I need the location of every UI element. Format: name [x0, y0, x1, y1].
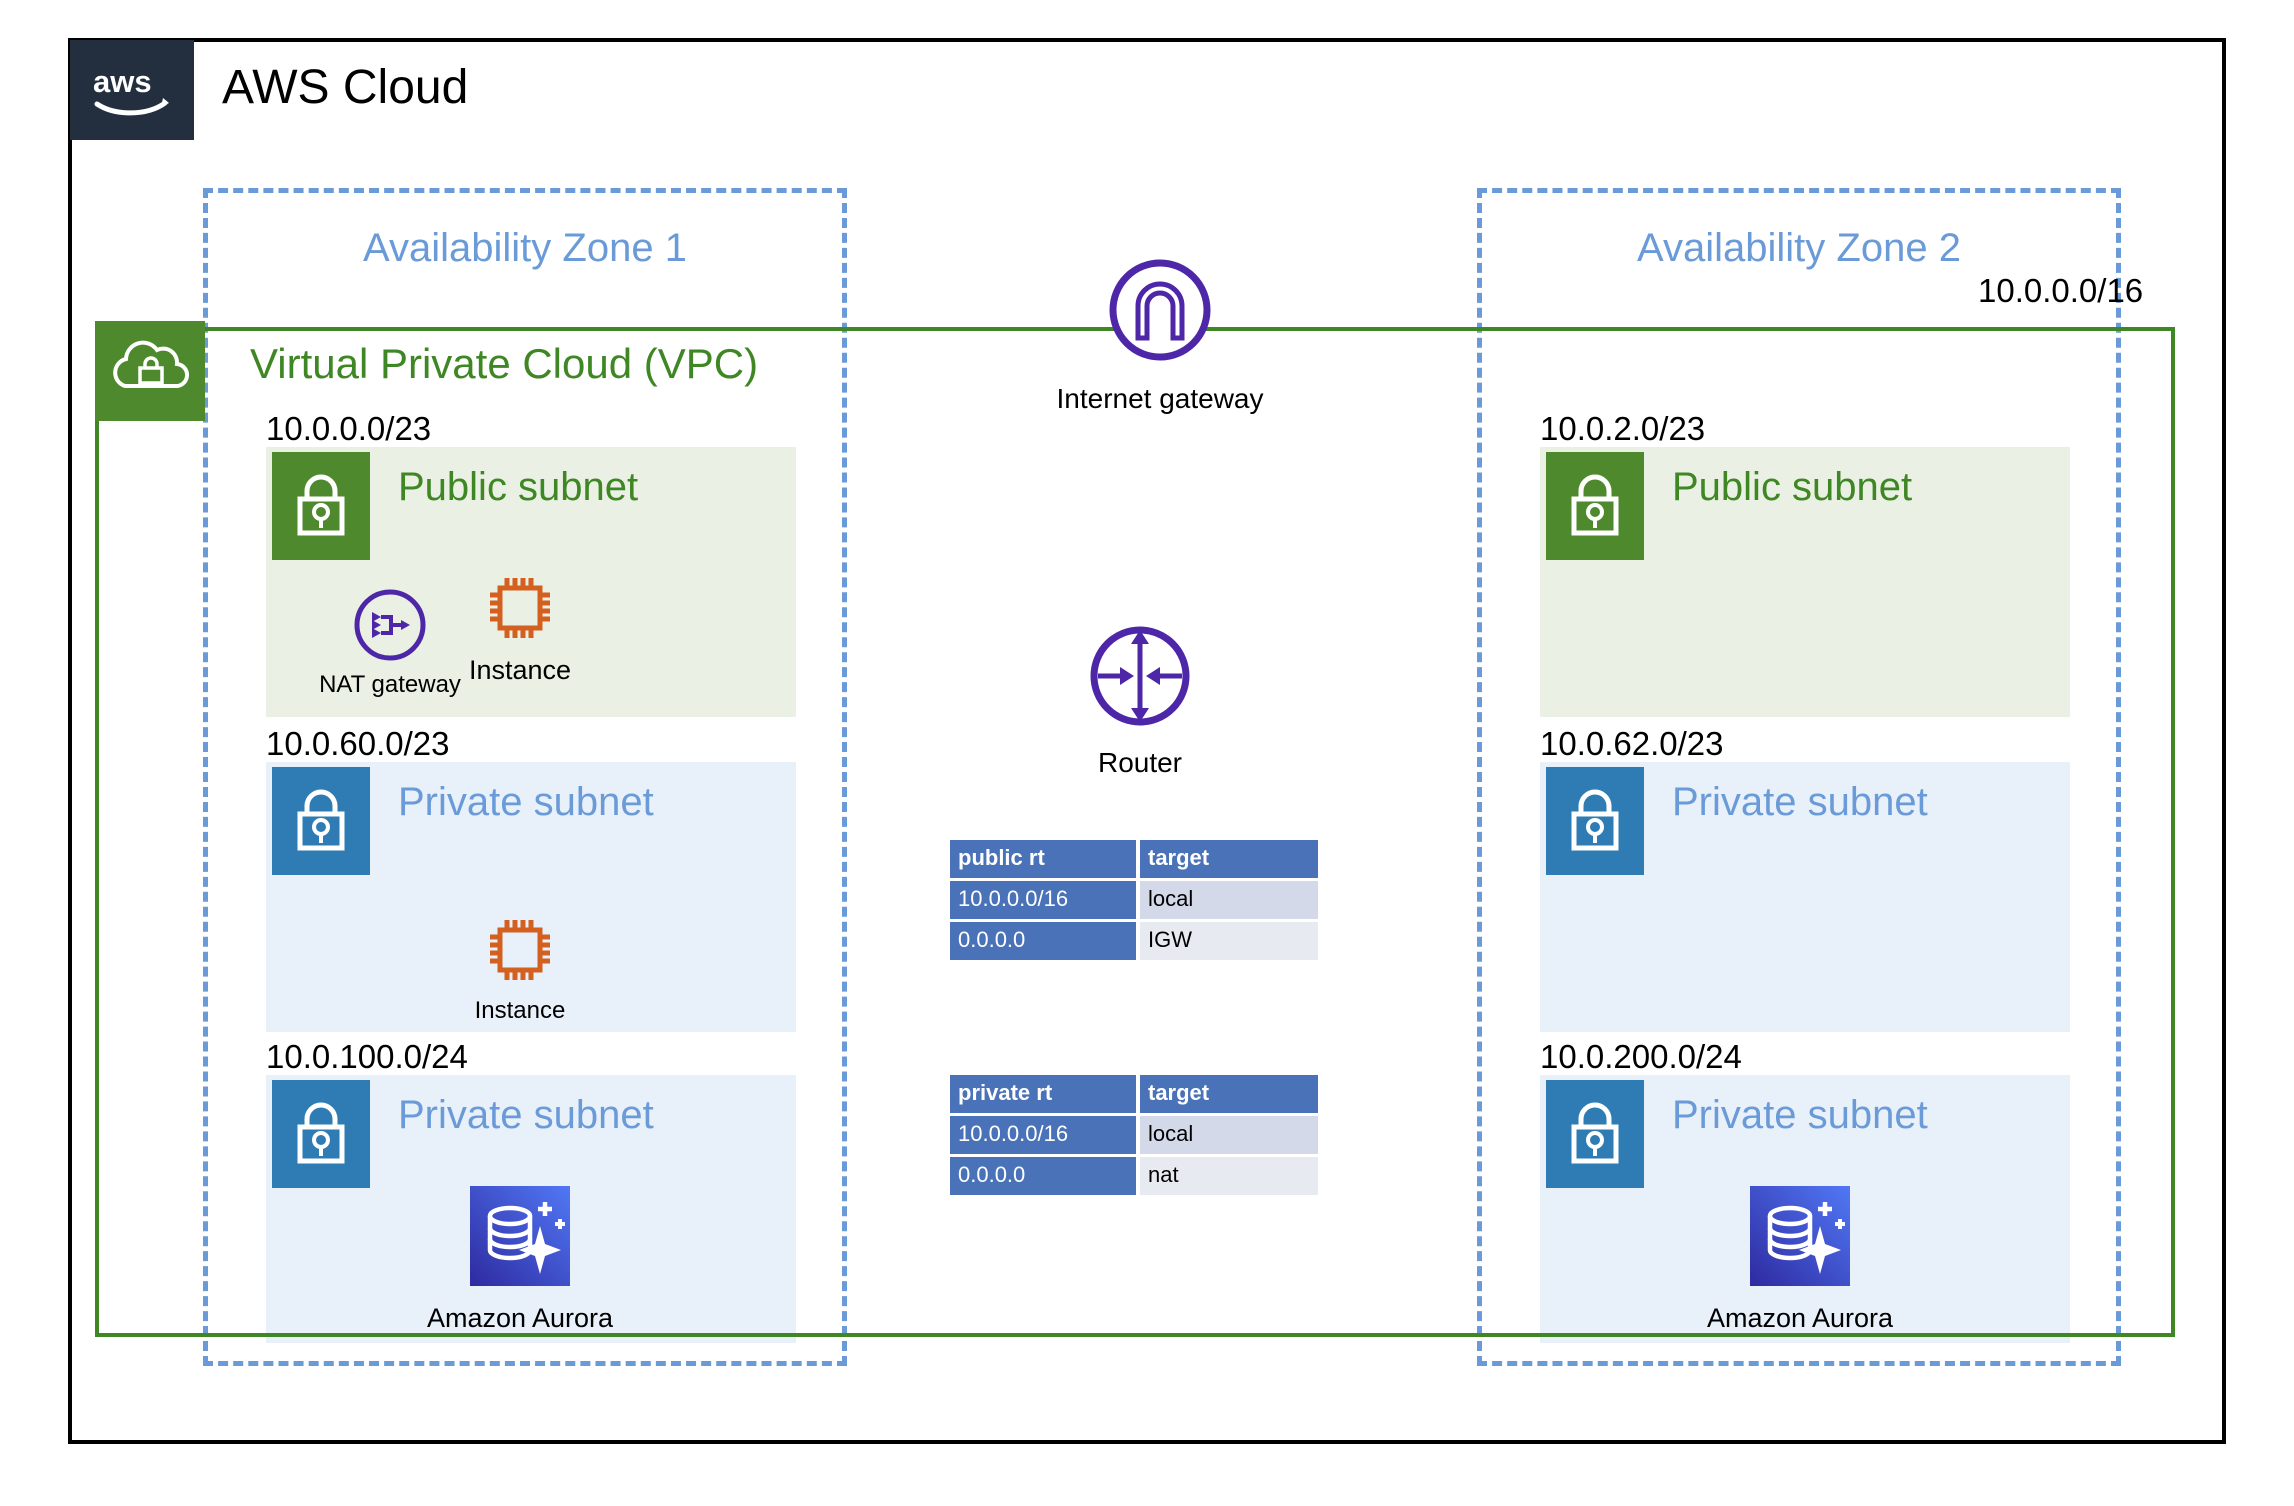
cell-destination: 0.0.0.0	[950, 919, 1138, 960]
availability-zone-1-boundary	[203, 188, 847, 1366]
lock-icon-private-az2-b	[1546, 1080, 1644, 1188]
subnet-title-private-az2-b: Private subnet	[1672, 1093, 1928, 1137]
lock-icon-private-az2-a	[1546, 767, 1644, 875]
lock-icon-private-az1-b	[272, 1080, 370, 1188]
vpc-cloud-lock-icon	[95, 321, 205, 421]
instance-label: Instance	[474, 997, 566, 1024]
subnet-cidr-private-az1-a: 10.0.60.0/23	[266, 725, 450, 762]
cell-target: local	[1136, 1113, 1318, 1156]
cell-destination: 10.0.0.0/16	[950, 1113, 1138, 1156]
page-title: AWS Cloud	[222, 61, 469, 114]
cell-destination: 10.0.0.0/16	[950, 878, 1138, 921]
cell-target: IGW	[1136, 919, 1318, 960]
private-route-table: private rt target 10.0.0.0/16 local 0.0.…	[950, 1075, 1318, 1195]
table-row: 0.0.0.0 nat	[950, 1154, 1318, 1195]
lock-icon-public-az1	[272, 452, 370, 560]
subnet-cidr-private-az2-b: 10.0.200.0/24	[1540, 1038, 1742, 1075]
subnet-title-private-az1-a: Private subnet	[398, 780, 654, 824]
instance-node-public-az1: Instance	[420, 570, 620, 686]
table-row: 10.0.0.0/16 local	[950, 878, 1318, 921]
column-header-destination: public rt	[950, 840, 1138, 880]
internet-gateway-node: Internet gateway	[1010, 252, 1310, 415]
public-route-table: public rt target 10.0.0.0/16 local 0.0.0…	[950, 840, 1318, 960]
column-header-target: target	[1136, 1075, 1318, 1115]
amazon-aurora-node-az2: Amazon Aurora	[1700, 1178, 1900, 1334]
instance-chip-icon	[420, 912, 620, 993]
nat-gateway-label: NAT gateway	[319, 671, 461, 698]
instance-chip-icon	[420, 570, 620, 651]
subnet-cidr-public-az2: 10.0.2.0/23	[1540, 410, 1706, 447]
amazon-aurora-node-az1: Amazon Aurora	[420, 1178, 620, 1334]
subnet-cidr-private-az1-b: 10.0.100.0/24	[266, 1038, 468, 1075]
subnet-cidr-public-az1: 10.0.0.0/23	[266, 410, 432, 447]
amazon-aurora-label: Amazon Aurora	[1706, 1303, 1894, 1333]
subnet-title-private-az2-a: Private subnet	[1672, 780, 1928, 824]
table-row: 10.0.0.0/16 local	[950, 1113, 1318, 1156]
table-header-row: private rt target	[950, 1075, 1318, 1115]
internet-gateway-icon	[1102, 259, 1218, 372]
instance-label: Instance	[468, 655, 572, 685]
nat-gateway-icon	[290, 588, 490, 667]
subnet-cidr-private-az2-a: 10.0.62.0/23	[1540, 725, 1724, 762]
subnet-title-private-az1-b: Private subnet	[398, 1093, 654, 1137]
subnet-title-public-az2: Public subnet	[1672, 465, 1913, 509]
router-label: Router	[1097, 747, 1183, 778]
instance-node-private-az1: Instance	[420, 912, 620, 1025]
vpc-cidr-label: 10.0.0.0/16	[1978, 272, 2144, 309]
nat-gateway-node-az1: NAT gateway	[290, 588, 490, 699]
aws-logo-icon: aws	[70, 40, 194, 140]
column-header-destination: private rt	[950, 1075, 1138, 1115]
lock-icon-private-az1-a	[272, 767, 370, 875]
subnet-title-public-az1: Public subnet	[398, 465, 639, 509]
availability-zone-1-label: Availability Zone 1	[363, 226, 687, 270]
table-row: 0.0.0.0 IGW	[950, 919, 1318, 960]
availability-zone-2-boundary	[1477, 188, 2121, 1366]
amazon-aurora-icon	[420, 1178, 620, 1299]
column-header-target: target	[1136, 840, 1318, 880]
vpc-title: Virtual Private Cloud (VPC)	[250, 340, 759, 387]
amazon-aurora-label: Amazon Aurora	[426, 1303, 614, 1333]
availability-zone-2-label: Availability Zone 2	[1637, 226, 1961, 270]
svg-text:aws: aws	[93, 64, 152, 99]
table-header-row: public rt target	[950, 840, 1318, 880]
router-icon	[1084, 626, 1196, 736]
cell-target: nat	[1136, 1154, 1318, 1195]
cell-destination: 0.0.0.0	[950, 1154, 1138, 1195]
router-node: Router	[990, 620, 1290, 779]
lock-icon-public-az2	[1546, 452, 1644, 560]
cell-target: local	[1136, 878, 1318, 921]
internet-gateway-label: Internet gateway	[1056, 383, 1264, 414]
amazon-aurora-icon	[1700, 1178, 1900, 1299]
